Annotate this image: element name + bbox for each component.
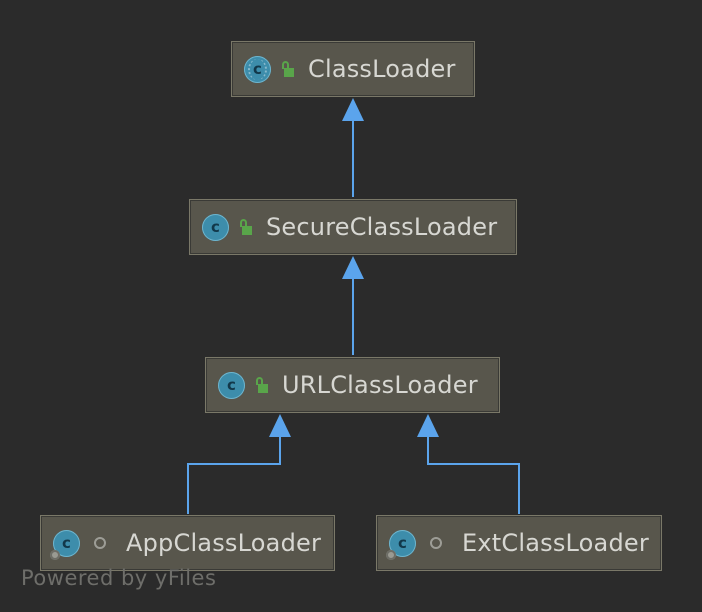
node-label: SecureClassLoader: [266, 213, 498, 241]
arrowhead-classloader: [342, 98, 364, 121]
node-label: ExtClassLoader: [462, 529, 649, 557]
static-class-icon: c: [386, 529, 416, 560]
node-label: AppClassLoader: [126, 529, 322, 557]
node-label: ClassLoader: [308, 55, 456, 83]
node-secureclassloader[interactable]: c SecureClassLoader: [189, 199, 517, 255]
package-private-icon: [94, 537, 106, 549]
abstract-class-icon: c: [244, 55, 271, 83]
arrowhead-secureclassloader: [342, 256, 364, 279]
public-lock-icon: [281, 61, 294, 77]
public-lock-icon: [255, 377, 268, 393]
class-icon: c: [202, 213, 229, 241]
class-icon: c: [218, 371, 245, 399]
public-lock-icon: [239, 219, 252, 235]
arrowhead-urlclassloader-left: [269, 414, 291, 437]
package-private-icon: [430, 537, 442, 549]
arrowhead-urlclassloader-right: [417, 414, 439, 437]
edge-appclassloader-to-urlclassloader: [187, 436, 281, 514]
watermark: Powered by yFiles: [21, 566, 217, 590]
node-classloader[interactable]: c ClassLoader: [231, 41, 475, 97]
node-appclassloader[interactable]: c AppClassLoader: [40, 515, 335, 571]
static-class-icon: c: [50, 529, 80, 560]
node-extclassloader[interactable]: c ExtClassLoader: [376, 515, 662, 571]
node-urlclassloader[interactable]: c URLClassLoader: [205, 357, 500, 413]
node-label: URLClassLoader: [282, 371, 478, 399]
edge-extclassloader-to-urlclassloader: [427, 436, 520, 514]
